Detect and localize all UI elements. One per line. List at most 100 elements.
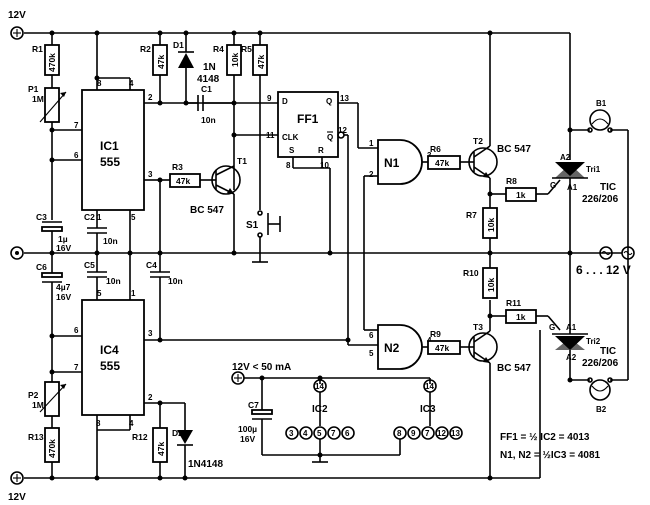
top-supply-label: 12V bbox=[8, 10, 26, 21]
svg-text:R4: R4 bbox=[213, 44, 224, 54]
svg-text:C6: C6 bbox=[36, 262, 47, 272]
svg-text:N2: N2 bbox=[384, 341, 400, 355]
svg-text:6: 6 bbox=[369, 331, 374, 340]
svg-text:T3: T3 bbox=[473, 322, 483, 332]
svg-text:B2: B2 bbox=[596, 405, 607, 414]
r9-resistor: 47k R9 bbox=[427, 329, 470, 355]
svg-text:9: 9 bbox=[411, 429, 416, 438]
svg-text:226/206: 226/206 bbox=[582, 194, 619, 205]
svg-text:Tri1: Tri1 bbox=[586, 165, 601, 174]
terminal-top-12v: 12V bbox=[8, 10, 26, 40]
svg-text:47k: 47k bbox=[156, 55, 166, 69]
ac-supply-label: 6 . . . 12 V bbox=[576, 263, 631, 277]
svg-text:TIC: TIC bbox=[600, 346, 616, 357]
svg-text:3: 3 bbox=[148, 329, 153, 338]
svg-text:1k: 1k bbox=[516, 190, 526, 200]
svg-text:A2: A2 bbox=[560, 153, 571, 162]
terminal-bottom-12v: 12V bbox=[8, 471, 26, 503]
note-gates: N1, N2 = ½IC3 = 4081 bbox=[500, 450, 601, 461]
c3-capacitor: C3 1µ 16V bbox=[36, 212, 71, 253]
svg-text:3: 3 bbox=[289, 429, 294, 438]
svg-text:5: 5 bbox=[97, 289, 102, 298]
svg-text:D2: D2 bbox=[172, 428, 183, 438]
svg-text:C2: C2 bbox=[84, 212, 95, 222]
svg-text:8: 8 bbox=[397, 429, 402, 438]
svg-text:5: 5 bbox=[369, 349, 374, 358]
svg-text:R6: R6 bbox=[430, 144, 441, 154]
svg-text:IC4: IC4 bbox=[100, 343, 119, 357]
svg-text:D1: D1 bbox=[173, 40, 184, 50]
t2-transistor: T2 BC 547 bbox=[468, 33, 531, 200]
ic1-type: 555 bbox=[100, 155, 120, 169]
r11-resistor: 1k R11 bbox=[490, 298, 561, 331]
svg-text:8: 8 bbox=[286, 161, 291, 170]
svg-text:R12: R12 bbox=[132, 432, 148, 442]
svg-text:12: 12 bbox=[437, 429, 446, 438]
svg-text:10: 10 bbox=[320, 161, 329, 170]
svg-text:R11: R11 bbox=[506, 298, 521, 308]
svg-text:R: R bbox=[318, 146, 324, 155]
svg-text:S: S bbox=[289, 146, 295, 155]
ic1-555: IC1 555 8 4 2 7 6 3 1 5 bbox=[74, 79, 153, 222]
c1-capacitor: C1 10n bbox=[186, 84, 278, 125]
svg-text:7: 7 bbox=[74, 363, 79, 372]
svg-text:4148: 4148 bbox=[197, 74, 220, 85]
svg-text:CLK: CLK bbox=[282, 133, 299, 142]
svg-text:A1: A1 bbox=[566, 323, 577, 332]
r3-resistor: 47k R3 bbox=[160, 162, 214, 188]
svg-text:BC 547: BC 547 bbox=[497, 144, 531, 155]
ff1-wiring bbox=[234, 102, 378, 346]
svg-text:T1: T1 bbox=[237, 156, 247, 166]
svg-text:Tri2: Tri2 bbox=[586, 337, 601, 346]
r12-resistor: 47k R12 bbox=[132, 427, 168, 478]
svg-text:A2: A2 bbox=[566, 353, 577, 362]
svg-text:9: 9 bbox=[267, 94, 272, 103]
svg-text:R7: R7 bbox=[466, 210, 477, 220]
svg-text:1µ: 1µ bbox=[58, 234, 68, 244]
ic1-pin-6: 6 bbox=[74, 151, 79, 160]
svg-text:R9: R9 bbox=[430, 329, 441, 339]
terminal-ground bbox=[10, 246, 24, 260]
ic1-pin-3: 3 bbox=[148, 170, 153, 179]
svg-text:12: 12 bbox=[338, 126, 347, 135]
svg-text:Q: Q bbox=[327, 133, 333, 142]
svg-text:T2: T2 bbox=[473, 136, 483, 146]
ic4-wiring bbox=[52, 253, 348, 478]
r10-resistor: 10k R10 bbox=[463, 253, 498, 299]
r7-resistor: 10k R7 bbox=[466, 200, 498, 253]
svg-text:R2: R2 bbox=[140, 44, 151, 54]
svg-text:47k: 47k bbox=[156, 442, 166, 456]
svg-text:R3: R3 bbox=[172, 162, 183, 172]
svg-text:TIC: TIC bbox=[600, 182, 616, 193]
svg-text:470k: 470k bbox=[47, 53, 57, 72]
svg-text:16V: 16V bbox=[56, 243, 71, 253]
svg-text:4µ7: 4µ7 bbox=[56, 282, 71, 292]
ic-supply-block: 12V < 50 mA C7 100µ 16V 14 IC2 3 4 5 7 6… bbox=[231, 362, 463, 463]
ic1-pin-8: 8 bbox=[97, 79, 102, 88]
svg-text:R8: R8 bbox=[506, 176, 517, 186]
svg-text:14: 14 bbox=[315, 382, 324, 391]
n1-and-gate: N1 1 2 3 bbox=[363, 139, 432, 331]
n2-and-gate: N2 6 5 4 bbox=[369, 324, 432, 370]
svg-text:10n: 10n bbox=[201, 115, 216, 125]
svg-text:10k: 10k bbox=[486, 278, 496, 292]
svg-text:1: 1 bbox=[369, 139, 374, 148]
d2-diode: D2 1N4148 bbox=[172, 403, 223, 478]
svg-text:100µ: 100µ bbox=[238, 424, 257, 434]
svg-text:10n: 10n bbox=[103, 236, 118, 246]
r8-resistor: 1k R8 bbox=[490, 176, 548, 202]
c6-capacitor: C6 4µ7 16V bbox=[36, 253, 71, 382]
svg-text:B1: B1 bbox=[596, 99, 607, 108]
d1-diode: D1 1N 4148 bbox=[173, 33, 220, 103]
svg-text:IC3: IC3 bbox=[420, 404, 436, 415]
svg-text:13: 13 bbox=[340, 94, 349, 103]
p1-potentiometer: P1 1M bbox=[28, 84, 67, 220]
svg-text:C1: C1 bbox=[201, 84, 212, 94]
svg-text:47k: 47k bbox=[176, 176, 190, 186]
svg-text:10k: 10k bbox=[230, 53, 240, 67]
r6-resistor: 47k R6 bbox=[427, 144, 470, 170]
ic1-pin-5: 5 bbox=[131, 213, 136, 222]
svg-text:BC 547: BC 547 bbox=[497, 363, 531, 374]
svg-text:6: 6 bbox=[74, 326, 79, 335]
